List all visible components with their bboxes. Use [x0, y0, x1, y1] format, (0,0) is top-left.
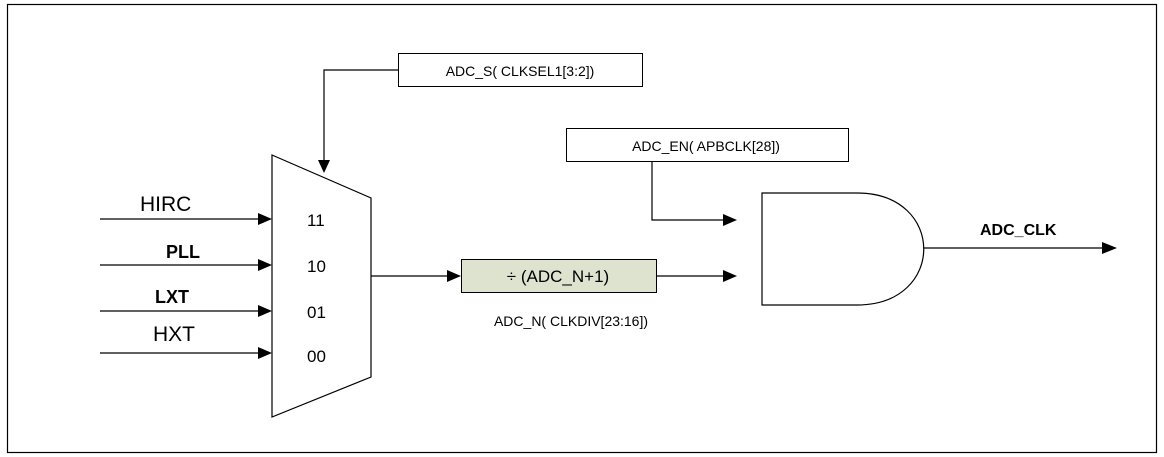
mux-sel-10: 10 — [307, 257, 326, 276]
input-pll-arrow — [258, 259, 272, 271]
enable-box — [566, 128, 849, 162]
select-wire — [323, 69, 398, 160]
output-arrow — [1102, 242, 1117, 254]
diagram-frame — [6, 3, 1158, 454]
clock-mux — [271, 154, 372, 418]
input-hirc-label: HIRC — [140, 193, 191, 216]
mux-sel-11: 11 — [307, 211, 325, 230]
input-hxt-arrow — [258, 347, 272, 359]
output-label: ADC_CLK — [980, 222, 1057, 239]
enable-wire — [651, 162, 723, 221]
select-arrow — [318, 160, 330, 173]
input-lxt-arrow — [258, 305, 272, 317]
divider-label: ÷ (ADC_N+1) — [507, 267, 609, 286]
divider-output-arrow — [723, 270, 737, 282]
and-gate — [761, 192, 925, 306]
input-hxt-label: HXT — [153, 323, 195, 346]
mux-sel-00: 00 — [307, 347, 326, 366]
input-pll-label: PLL — [166, 242, 200, 262]
input-hirc-arrow — [258, 213, 272, 225]
divider-box — [461, 259, 657, 293]
mux-sel-01: 01 — [307, 303, 326, 322]
enable-arrow — [723, 214, 737, 226]
input-lxt-label: LXT — [155, 287, 189, 307]
mux-output-arrow — [447, 270, 461, 282]
select-source-box — [398, 53, 643, 87]
divider-register-label: ADC_N( CLKDIV[23:16]) — [494, 313, 648, 329]
enable-label: ADC_EN( APBCLK[28]) — [632, 138, 780, 154]
select-source-label: ADC_S( CLKSEL1[3:2]) — [446, 63, 595, 79]
